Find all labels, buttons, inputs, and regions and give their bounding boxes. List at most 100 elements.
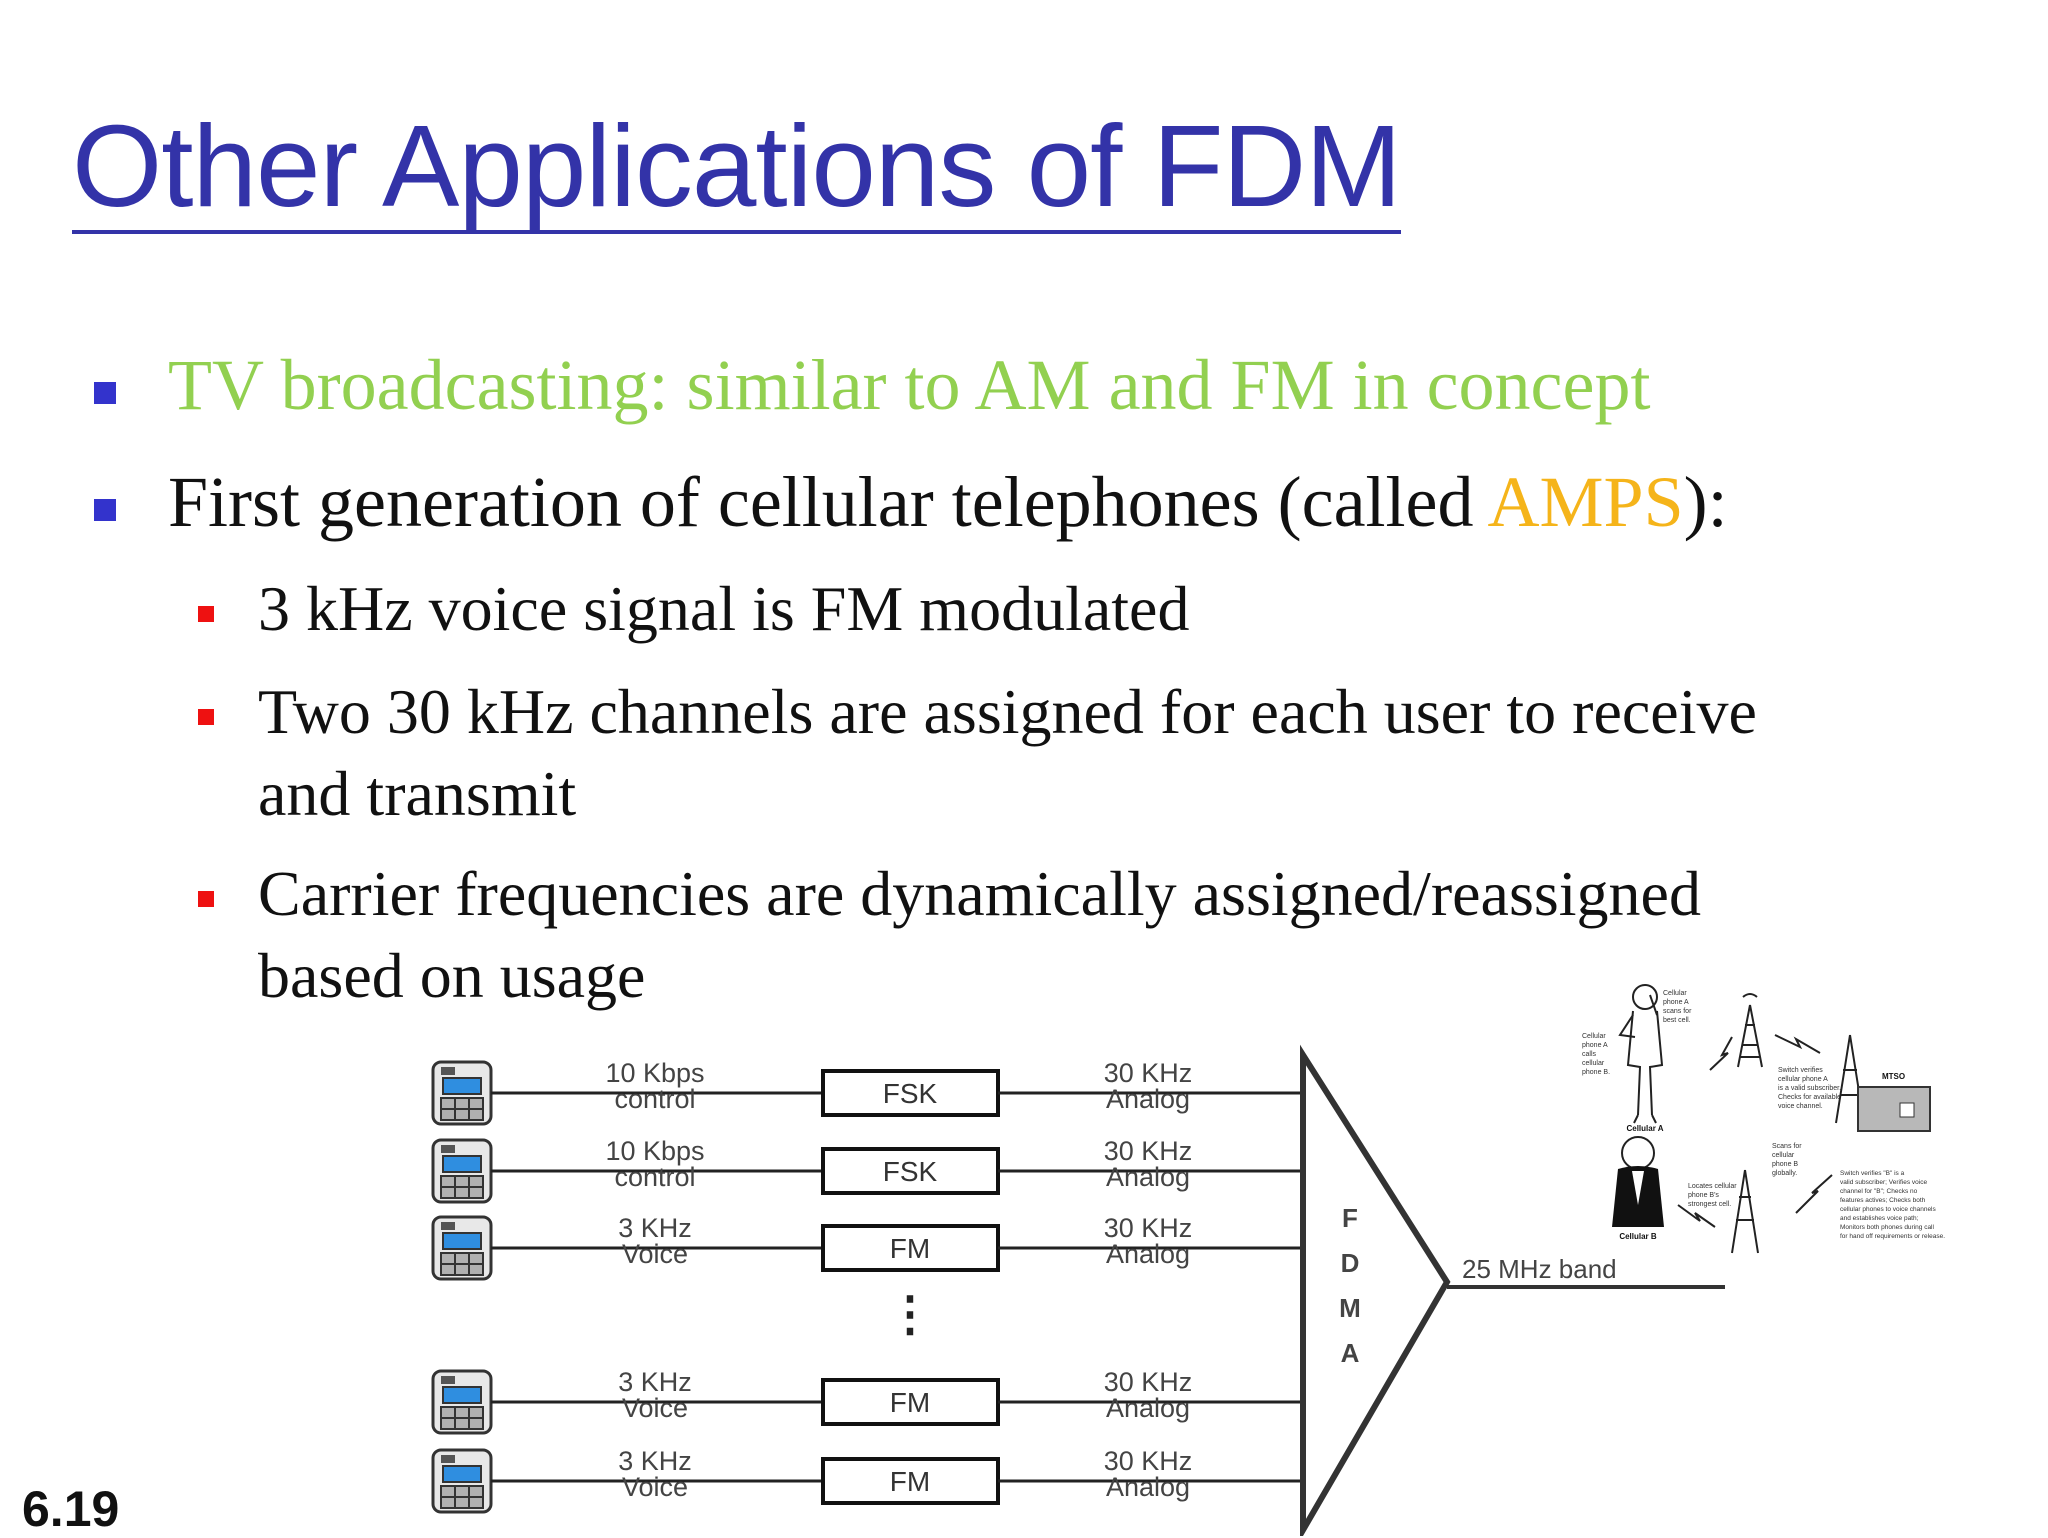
sub-bullet-carrier-freq-line2: based on usage bbox=[258, 940, 646, 1011]
note-switch-verifies-a: Switch verifies cellular phone A is a va… bbox=[1778, 1067, 1841, 1110]
note-line: phone A bbox=[1582, 1042, 1608, 1049]
cellular-text-end: ): bbox=[1683, 462, 1728, 542]
note-line: calls bbox=[1582, 1051, 1597, 1058]
note-phone-a-calls: Cellular phone A calls cellular phone B. bbox=[1582, 1033, 1610, 1076]
building-icon bbox=[1857, 1086, 1931, 1132]
modulator-label: FM bbox=[890, 1466, 930, 1497]
sub-bullet-marker bbox=[198, 606, 214, 622]
input-type: Voice bbox=[622, 1393, 688, 1423]
input-type: Voice bbox=[622, 1239, 688, 1269]
output-type: Analog bbox=[1106, 1239, 1190, 1269]
output-bandwidth: 30 KHz bbox=[1104, 1367, 1193, 1397]
person-on-phone-icon bbox=[1618, 984, 1664, 1124]
output-bandwidth: 30 KHz bbox=[1104, 1136, 1193, 1166]
mtso-label: MTSO bbox=[1882, 1072, 1905, 1081]
caption-cellular-b: Cellular B bbox=[1619, 1232, 1657, 1241]
cell-tower-icon bbox=[1731, 1169, 1759, 1254]
cell-phone-icon bbox=[431, 1369, 493, 1435]
output-bandwidth: 30 KHz bbox=[1104, 1213, 1193, 1243]
note-line: and establishes voice path; bbox=[1840, 1215, 1919, 1222]
mux-letter: M bbox=[1339, 1293, 1361, 1323]
cell-phone-icon bbox=[431, 1138, 493, 1204]
person-on-phone-icon bbox=[1612, 1136, 1664, 1227]
sub-bullet-carrier-freq-line1: Carrier frequencies are dynamically assi… bbox=[258, 858, 1701, 929]
modulator-label: FM bbox=[890, 1233, 930, 1264]
input-rate: 10 Kbps bbox=[605, 1136, 704, 1166]
note-line: cellular bbox=[1772, 1152, 1795, 1159]
note-phone-a-scans: Cellular phone A scans for best cell. bbox=[1663, 990, 1692, 1024]
input-type: control bbox=[614, 1162, 695, 1192]
modulator-box bbox=[821, 1224, 1000, 1272]
caption-cellular-a: Cellular A bbox=[1626, 1124, 1663, 1133]
sub-bullet-two-channels-line1: Two 30 kHz channels are assigned for eac… bbox=[258, 676, 1757, 747]
note-line: Locates cellular bbox=[1688, 1183, 1737, 1190]
modulator-label: FSK bbox=[883, 1078, 938, 1109]
cellular-call-illustration: Cellular A Cellular phone A calls cellul… bbox=[1582, 984, 1945, 1254]
mux-letter: F bbox=[1342, 1203, 1358, 1233]
signal-bolt-icon bbox=[1774, 1034, 1821, 1054]
input-rate: 3 KHz bbox=[618, 1367, 692, 1397]
input-rate: 3 KHz bbox=[618, 1446, 692, 1476]
note-line: phone A bbox=[1663, 999, 1689, 1006]
note-line: best cell. bbox=[1663, 1017, 1691, 1024]
note-line: Cellular bbox=[1663, 990, 1687, 997]
output-band-label: 25 MHz band bbox=[1462, 1254, 1617, 1284]
cell-tower-icon bbox=[1737, 993, 1763, 1068]
input-type: Voice bbox=[622, 1472, 688, 1502]
output-bandwidth: 30 KHz bbox=[1104, 1446, 1193, 1476]
modulator-box bbox=[821, 1069, 1000, 1117]
modulator-box bbox=[821, 1147, 1000, 1195]
input-type: control bbox=[614, 1084, 695, 1114]
sub-bullet-two-channels-line2: and transmit bbox=[258, 758, 577, 829]
cell-phone-icon bbox=[431, 1215, 493, 1281]
note-line: cellular phones to voice channels bbox=[1840, 1206, 1937, 1213]
note-line: for hand off requirements or release. bbox=[1840, 1233, 1945, 1240]
output-type: Analog bbox=[1106, 1472, 1190, 1502]
note-line: Switch verifies "B" is a bbox=[1840, 1170, 1905, 1177]
output-type: Analog bbox=[1106, 1393, 1190, 1423]
channel-row: 3 KHz Voice FM 30 KHz Analog bbox=[431, 1367, 1300, 1435]
output-bandwidth: 30 KHz bbox=[1104, 1058, 1193, 1088]
signal-bolt-icon bbox=[1709, 1036, 1733, 1071]
channel-row: 3 KHz Voice FM 30 KHz Analog bbox=[431, 1446, 1300, 1514]
channel-row: 10 Kbps control FSK 30 KHz Analog bbox=[431, 1058, 1300, 1126]
signal-bolt-icon bbox=[1677, 1204, 1716, 1228]
amps-label: AMPS bbox=[1487, 462, 1684, 542]
cell-phone-icon bbox=[431, 1448, 493, 1514]
sub-bullet-voice-fm: 3 kHz voice signal is FM modulated bbox=[258, 573, 1190, 644]
cellular-text: First generation of cellular telephones … bbox=[168, 462, 1488, 542]
note-line: valid subscriber; Verifies voice bbox=[1840, 1179, 1927, 1186]
slide-number: 6.19 bbox=[22, 1481, 120, 1537]
note-line: globally. bbox=[1772, 1170, 1797, 1177]
fdma-multiplexer bbox=[1300, 1044, 1451, 1536]
note-line: Monitors both phones during call bbox=[1840, 1224, 1935, 1231]
note-line: phone B. bbox=[1582, 1069, 1610, 1076]
modulator-label: FSK bbox=[883, 1156, 938, 1187]
signal-bolt-icon bbox=[1795, 1174, 1833, 1214]
note-line: Cellular bbox=[1582, 1033, 1606, 1040]
note-line: cellular phone A bbox=[1778, 1076, 1828, 1083]
slide-title: Other Applications of FDM bbox=[72, 108, 1402, 234]
sub-bullet-marker bbox=[198, 709, 214, 725]
bullet-marker bbox=[94, 499, 116, 521]
output-type: Analog bbox=[1106, 1162, 1190, 1192]
input-rate: 3 KHz bbox=[618, 1213, 692, 1243]
note-line: Scans for bbox=[1772, 1143, 1802, 1150]
note-scans-for-b: Scans for cellular phone B globally. bbox=[1772, 1143, 1802, 1177]
note-line: features actives; Checks both bbox=[1840, 1197, 1926, 1204]
channel-row: 3 KHz Voice FM 30 KHz Analog bbox=[431, 1213, 1300, 1281]
note-line: phone B bbox=[1772, 1161, 1798, 1168]
modulator-label: FM bbox=[890, 1387, 930, 1418]
bullet-tv-broadcasting: TV broadcasting: similar to AM and FM in… bbox=[168, 345, 1651, 425]
mux-letter: A bbox=[1341, 1338, 1360, 1368]
note-line: strongest cell. bbox=[1688, 1201, 1731, 1208]
cell-phone-icon bbox=[431, 1060, 493, 1126]
channel-row: 10 Kbps control FSK 30 KHz Analog bbox=[431, 1136, 1300, 1204]
note-line: Switch verifies bbox=[1778, 1067, 1823, 1074]
channel-ellipsis: ⋮ bbox=[886, 1288, 934, 1341]
bullet-marker bbox=[94, 382, 116, 404]
note-line: scans for bbox=[1663, 1008, 1692, 1015]
note-line: phone B's bbox=[1688, 1192, 1719, 1199]
note-line: Checks for available bbox=[1778, 1094, 1841, 1101]
